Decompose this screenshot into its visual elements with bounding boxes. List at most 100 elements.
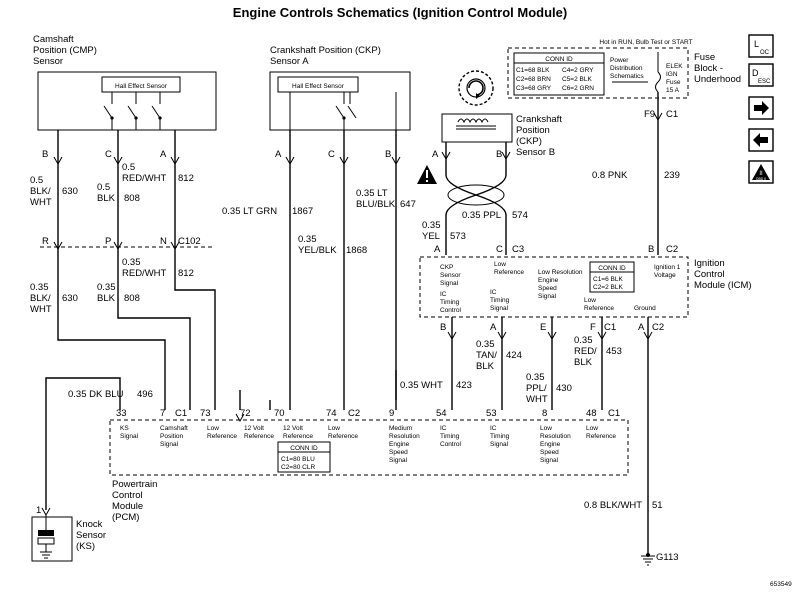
ckpa-hall-label: Hall Effect Sensor — [292, 83, 345, 90]
ckpa-c-color: YEL/BLK — [298, 245, 337, 256]
ckpa-label-1: Crankshaft Position (CKP) — [270, 45, 381, 56]
icm-conn-c1-bottom: C1 — [604, 322, 616, 333]
ckpb-label-3: (CKP) — [516, 136, 542, 147]
icm-conn-c2-bottom: C2 — [652, 322, 664, 333]
ppl-circuit: 574 — [512, 210, 528, 221]
pcm-conn-1: C1=80 BLU — [281, 456, 315, 463]
obd-button[interactable]: II OBD II — [748, 160, 774, 184]
pplwht-circuit: 430 — [556, 383, 572, 394]
tan-size: 0.35 — [476, 339, 495, 350]
ckpa-hall-box — [277, 76, 359, 93]
fuse-conn-title: CONN ID — [545, 56, 573, 63]
cmp-a-color-1: RED/WHT — [122, 173, 167, 184]
fuse-block-box — [507, 47, 689, 99]
tan-circuit: 424 — [506, 350, 522, 361]
back-button[interactable] — [748, 128, 774, 152]
icm-name-3: Module (ICM) — [694, 280, 752, 291]
c2-color: BLK — [97, 293, 116, 304]
icm-ign-1: Ignition 1 — [654, 264, 681, 271]
pcm-pin-74: 74 — [326, 408, 337, 419]
pcm-lr73-2: Reference — [207, 433, 237, 440]
b2-size: 0.35 — [30, 282, 49, 293]
desc-button[interactable]: D ESC — [748, 63, 774, 87]
ckp-sensor-b: Crankshaft Position (CKP) Sensor B — [441, 70, 562, 158]
icm-ckp-2: Sensor — [440, 272, 461, 279]
pcm-name-3: Module — [112, 501, 143, 512]
ckpa-b-circuit: 647 — [400, 199, 416, 210]
pcm-pin-8: 8 — [542, 408, 547, 419]
next-button[interactable] — [748, 96, 774, 120]
ckp-sensor-a: Crankshaft Position (CKP) Sensor A Hall … — [269, 45, 411, 131]
cmp-pin-b: B — [42, 149, 48, 160]
knock-name-1: Knock — [76, 519, 103, 530]
pcm-pin-48: 48 — [586, 408, 597, 419]
pcm-pin-72: 72 — [240, 408, 251, 419]
red-color-2: BLK — [574, 357, 593, 368]
pcm-lres-4: Speed — [540, 449, 559, 456]
pplwht-size: 0.35 — [526, 372, 545, 383]
ckpb-sensor-box — [441, 113, 513, 143]
pcm-v72-1: 12 Volt — [244, 425, 264, 432]
pnk-wire: 0.8 PNK — [592, 170, 628, 181]
pcm-conn-box — [277, 441, 331, 473]
loc-button-letter: L — [754, 39, 759, 49]
c2-circuit: 808 — [124, 293, 140, 304]
knock-pin: 1 — [36, 505, 41, 516]
yel-size: 0.35 — [422, 220, 441, 231]
loc-button[interactable]: L OC — [748, 34, 774, 58]
pcm-mr-4: Speed — [389, 449, 408, 456]
ckpa-a-circuit: 1867 — [292, 206, 313, 217]
cmp-a-circuit-1: 812 — [178, 173, 194, 184]
icm-pin-f: F — [590, 322, 596, 333]
pcm-pin-9: 9 — [389, 408, 394, 419]
fuse-pin-f9: F9 — [644, 109, 655, 120]
b2-circuit: 630 — [62, 293, 78, 304]
icm-its-3: Signal — [490, 305, 509, 312]
fuse-block-underhood: Hot in RUN, Bulb Test or START CONN ID C… — [507, 39, 741, 99]
pcm-pin-70: 70 — [274, 408, 285, 419]
desc-button-letter: D — [752, 68, 759, 78]
ckpa-a-wire: 0.35 LT GRN — [222, 206, 277, 217]
pds-label-2: Distribution — [610, 65, 643, 72]
pds-label-3: Schematics — [610, 73, 644, 80]
fuse-hot-label: Hot in RUN, Bulb Test or START — [599, 39, 692, 46]
icm-lres-3: Speed — [538, 285, 557, 292]
pcm-v70-2: Reference — [283, 433, 313, 440]
cmp-b-color-1: BLK/ — [30, 186, 51, 197]
icm-conn-title: CONN ID — [598, 265, 626, 272]
knock-sensor-box — [31, 516, 73, 562]
fuse-pin-c1: C1 — [666, 109, 678, 120]
ppl-wire: 0.35 PPL — [462, 210, 501, 221]
icm-pin-b: B — [440, 322, 446, 333]
fuse-name-1: Fuse — [694, 52, 715, 63]
cmp-c-size-1: 0.5 — [97, 182, 110, 193]
ckpb-label-4: Sensor B — [516, 147, 555, 158]
cmp-label-1: Camshaft — [33, 34, 74, 45]
ckpa-b-color: BLU/BLK — [356, 199, 396, 210]
dkblu-circuit: 496 — [137, 389, 153, 400]
ckpa-pin-b: B — [385, 149, 391, 160]
obd-triangle-icon — [752, 164, 770, 180]
icm-conn-c2-top: C2 — [666, 244, 678, 255]
wht-circuit: 423 — [456, 380, 472, 391]
pplwht-color-1: PPL/ — [526, 383, 547, 394]
icm-pin-e: E — [540, 322, 546, 333]
warning-icon — [417, 165, 437, 184]
c2-size: 0.35 — [97, 282, 116, 293]
icm-conn-1: C1=6 BLK — [593, 276, 623, 283]
c102-pin-p: P — [105, 236, 111, 247]
fuse-conn-2: C2=68 BRN — [516, 76, 551, 83]
cmp-pin-a: A — [160, 149, 167, 160]
ground-icon — [641, 555, 655, 566]
pcm-name-4: (PCM) — [112, 512, 139, 523]
icm-lr2-1: Low — [584, 297, 596, 304]
arrow-left-icon — [753, 133, 768, 147]
pcm-pin-33: 33 — [116, 408, 127, 419]
cmp-c-color-1: BLK — [97, 193, 116, 204]
red-circuit: 453 — [606, 346, 622, 357]
icm-pin-a-top: A — [434, 244, 441, 255]
pcm-lres-2: Resolution — [540, 433, 571, 440]
icm-conn-c3: C3 — [512, 244, 524, 255]
fuse-label-3: Fuse — [666, 79, 681, 86]
tan-color-2: BLK — [476, 361, 495, 372]
